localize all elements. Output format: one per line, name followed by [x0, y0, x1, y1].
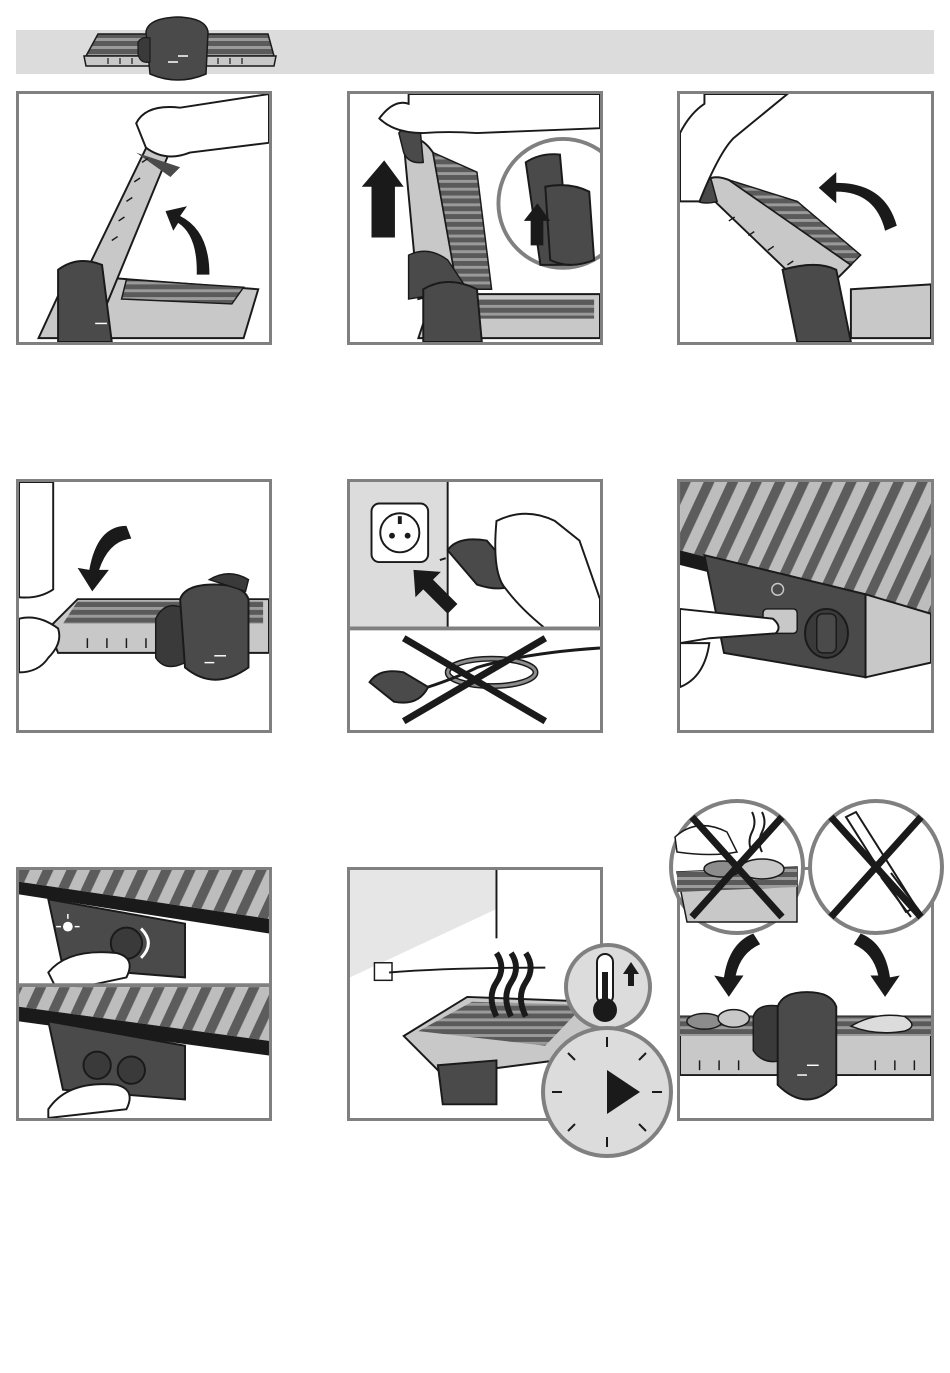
no-hand-touch-icon [667, 797, 807, 937]
step-2-raise-lid-panel [347, 91, 603, 345]
timer-icon [540, 1025, 675, 1160]
thermometer-icon [563, 942, 653, 1032]
hand-icon [379, 94, 600, 133]
up-arrow-icon [362, 160, 404, 237]
step-6-press-knob-panel [677, 479, 934, 733]
grill-lid-open-icon [39, 127, 259, 342]
curved-arrow-icon [714, 933, 760, 996]
contact-grill-icon [78, 14, 278, 86]
step-3-tilt-lid-panel [677, 91, 934, 345]
no-metal-utensils-icon [806, 797, 946, 937]
step-7-indicator-panel [16, 867, 272, 1121]
handle-detail-icon [498, 139, 600, 268]
hand-icon [19, 482, 59, 672]
wall-socket-icon [372, 503, 429, 562]
grill-lid-tilt-icon [690, 176, 931, 342]
hand-icon [136, 94, 269, 156]
curved-arrow-icon [78, 526, 132, 591]
grill-lid-close-icon [48, 574, 269, 680]
step-1-open-lid-panel [16, 91, 272, 345]
food-on-grill-icon [680, 992, 931, 1099]
curved-arrow-icon [854, 933, 900, 996]
step-4-close-lid-panel [16, 479, 272, 733]
step-5-plug-in-panel [347, 479, 603, 733]
curved-arrow-icon [819, 172, 897, 231]
hand-icon [495, 514, 600, 629]
curved-arrow-icon [165, 206, 209, 274]
